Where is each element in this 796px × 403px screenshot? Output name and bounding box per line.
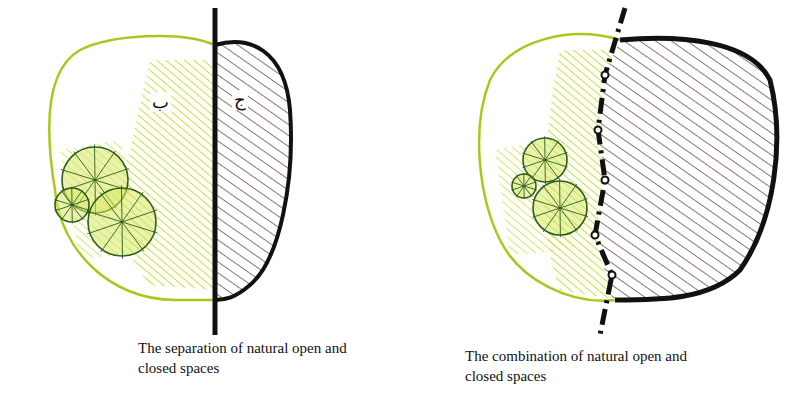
combination-sketch (479, 8, 777, 335)
tree-symbol (87, 185, 157, 258)
region-letter: ج (232, 90, 248, 110)
separation-sketch (49, 8, 291, 335)
region-letter: ب (150, 92, 171, 112)
tree-symbol (512, 173, 537, 199)
figure-caption: The combination of natural open and clos… (465, 346, 695, 386)
tree-symbol (532, 179, 588, 237)
figure-caption: The separation of natural open and close… (138, 338, 368, 378)
tree-symbol (54, 187, 89, 224)
tree-symbols (54, 136, 587, 258)
